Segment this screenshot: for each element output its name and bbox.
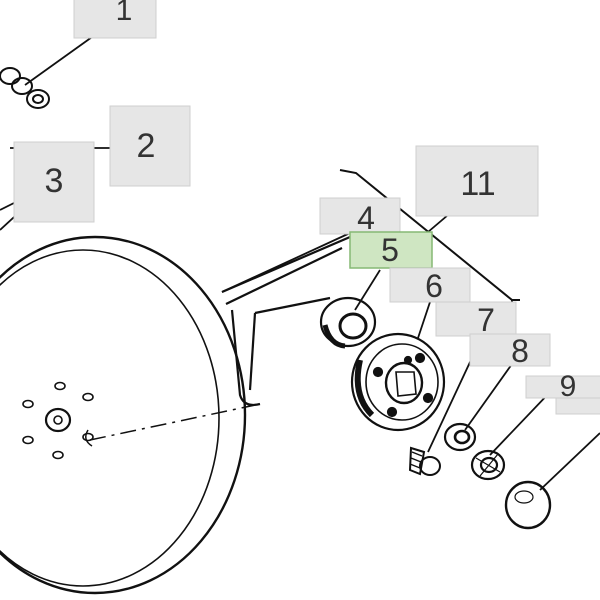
leader-lines — [0, 16, 600, 491]
nut — [470, 449, 506, 481]
svg-text:1: 1 — [116, 0, 133, 27]
svg-text:7: 7 — [477, 302, 495, 338]
bolt-small — [0, 67, 50, 109]
disc-blade — [0, 235, 247, 595]
callout-3: 3 — [13, 141, 95, 223]
callout-11: 11 — [415, 145, 539, 217]
callout-1: 1 — [73, 0, 157, 39]
svg-text:4: 4 — [357, 200, 375, 236]
svg-text:11: 11 — [460, 165, 495, 203]
callout-4: 4 — [319, 197, 401, 236]
dust-cap — [504, 480, 552, 530]
axis-end-hook — [85, 429, 93, 447]
svg-text:8: 8 — [511, 333, 529, 369]
hub-assembly — [350, 332, 446, 432]
axis-leader-dashed — [89, 403, 261, 441]
svg-text:6: 6 — [425, 268, 443, 304]
callout-9: 9 — [525, 370, 600, 415]
washer — [443, 422, 477, 452]
callout-8: 8 — [469, 333, 551, 369]
svg-text:3: 3 — [45, 162, 64, 200]
disc-hub-bolt-pattern — [22, 381, 94, 460]
callout-6: 6 — [389, 267, 471, 304]
callout-2: 2 — [109, 105, 191, 187]
svg-text:9: 9 — [560, 370, 577, 403]
svg-text:5: 5 — [381, 232, 399, 268]
callout-7: 7 — [435, 301, 517, 338]
svg-text:2: 2 — [137, 127, 156, 165]
bearing-cap — [319, 296, 377, 349]
bolt — [408, 446, 441, 476]
callout-5-highlighted: 5 — [349, 231, 433, 269]
mounting-arm — [221, 235, 351, 407]
